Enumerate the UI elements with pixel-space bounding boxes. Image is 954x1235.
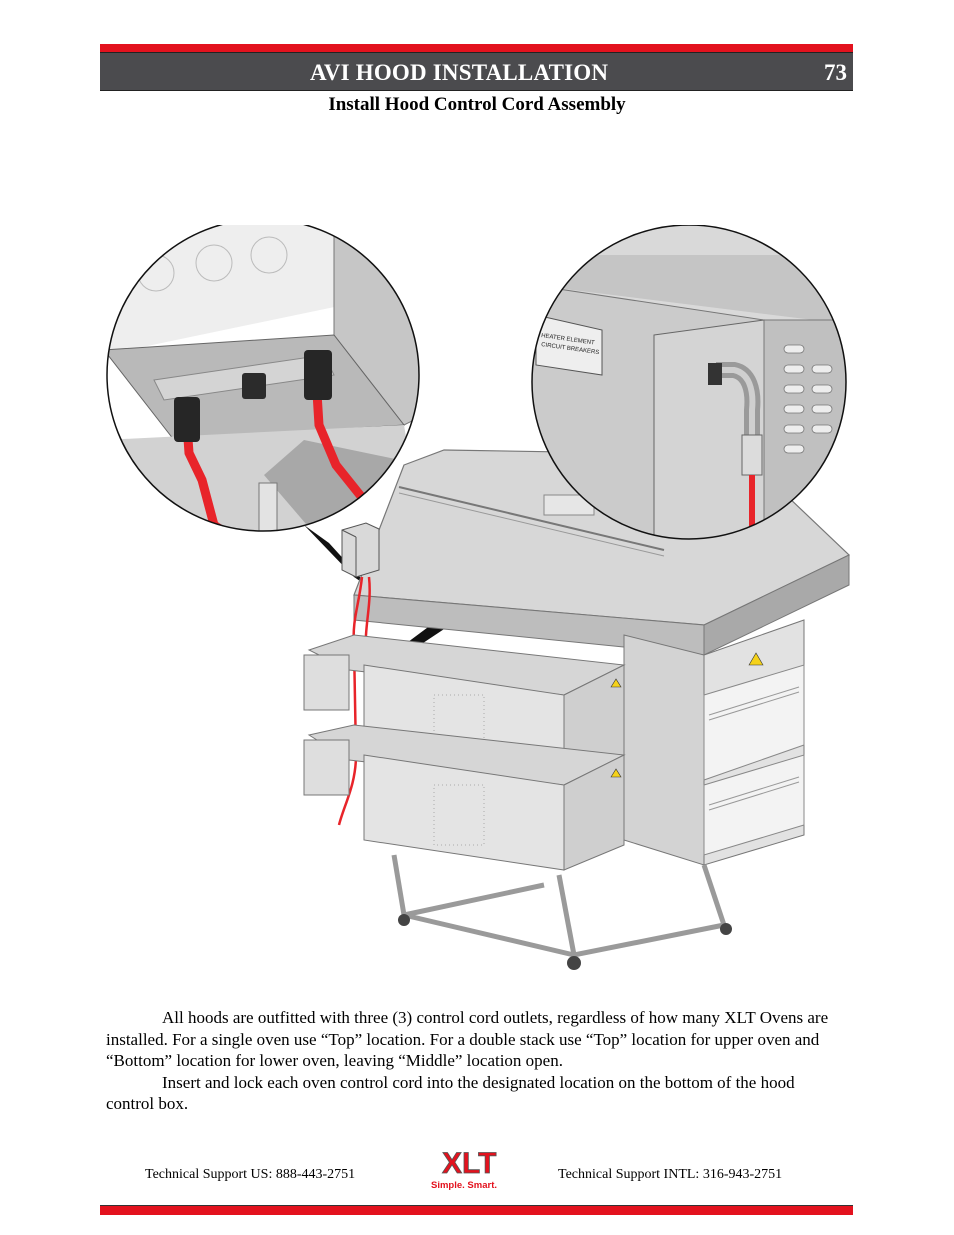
illustration-svg: HEATER ELEMENT CIRCUIT BREAKERS — [106, 218, 851, 970]
bottom-red-rule — [100, 1205, 853, 1215]
instructions-text: All hoods are outfitted with three (3) c… — [106, 1007, 836, 1115]
figure-subtitle: Install Hood Control Cord Assembly — [328, 94, 626, 115]
hood-installation-illustration: HEATER ELEMENT CIRCUIT BREAKERS — [104, 218, 852, 977]
logo-tagline: Simple. Smart. — [431, 1180, 497, 1191]
tech-support-intl: Technical Support INTL: 316-943-2751 — [558, 1167, 783, 1182]
instructions-paragraph-1: All hoods are outfitted with three (3) c… — [106, 1008, 829, 1070]
instructions-paragraph-2: Insert and lock each oven control cord i… — [106, 1072, 795, 1114]
conveyor-cabinet — [623, 619, 805, 866]
top-red-rule — [100, 44, 853, 52]
logo-wordmark: XLT — [442, 1147, 496, 1180]
tech-support-us: Technical Support US: 888-443-2751 — [145, 1167, 356, 1182]
stand-casters — [398, 914, 732, 970]
control-box-detail-circle — [106, 218, 420, 532]
section-header: AVI HOOD INSTALLATION 73 — [100, 52, 853, 91]
hood-control-box — [341, 522, 380, 578]
oven-stand — [391, 854, 727, 958]
section-title: AVI HOOD INSTALLATION — [310, 60, 609, 85]
lower-oven — [303, 724, 626, 871]
page-number: 73 — [824, 60, 847, 85]
breaker-box-detail-circle: HEATER ELEMENT CIRCUIT BREAKERS — [531, 224, 847, 540]
xlt-logo: XLT Simple. Smart. — [431, 1147, 497, 1191]
